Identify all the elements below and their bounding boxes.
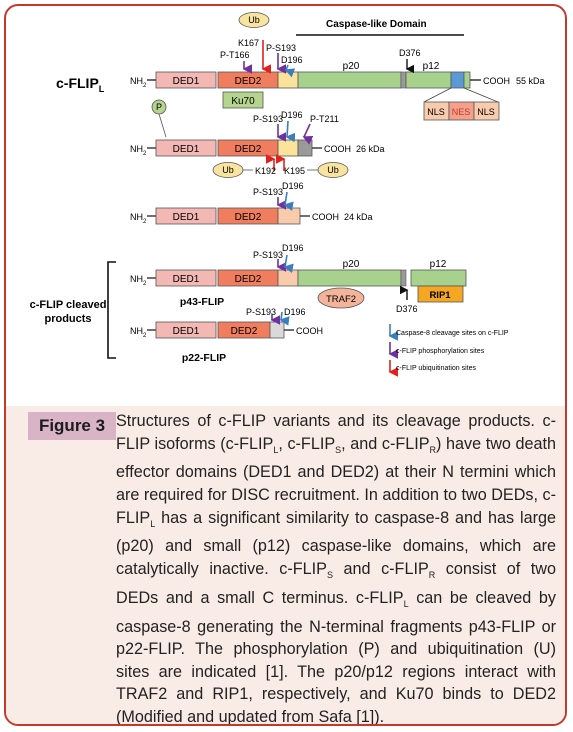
svg-text:P-S193: P-S193 (253, 114, 283, 124)
svg-text:p12: p12 (430, 259, 447, 270)
ded1-domain (155, 269, 217, 287)
ded1-domain (155, 139, 217, 157)
cleaved-label: c-FLIP cleaved (30, 299, 107, 311)
svg-text:p20: p20 (343, 259, 360, 270)
svg-text:P-S193: P-S193 (253, 187, 283, 197)
rip1-binder (417, 285, 464, 303)
ubiquitin-badge (238, 12, 270, 28)
flip-long-name: c-FLIPL (56, 75, 105, 94)
svg-text:c-FLIP phosphorylation sites: c-FLIP phosphorylation sites (396, 348, 485, 355)
svg-text:NH2: NH2 (130, 144, 147, 157)
svg-text:P-T166: P-T166 (220, 50, 250, 60)
svg-text:DED1: DED1 (173, 212, 200, 223)
svg-text:NH2: NH2 (130, 212, 147, 225)
flip-short-size: 26 kDa (356, 144, 385, 154)
svg-text:COOH: COOH (296, 326, 323, 336)
svg-text:DED2: DED2 (235, 76, 262, 87)
ded1-domain (155, 321, 217, 339)
svg-text:D376: D376 (396, 304, 418, 314)
svg-text:TRAF2: TRAF2 (326, 294, 356, 305)
svg-text:D196: D196 (284, 307, 306, 317)
svg-text:Ub: Ub (222, 165, 234, 175)
legend: Caspase-8 cleavage sites on c-FLIP c-FLI… (388, 324, 509, 377)
svg-text:Ub: Ub (248, 15, 260, 25)
svg-text:NES: NES (452, 107, 471, 117)
cleavage-arrow (284, 64, 296, 78)
flip-long-size: 55 kDa (516, 76, 545, 86)
traf2-binder (317, 287, 365, 309)
flip-short-row: P NH2 DED1 DED2 COOH 26 kDa P-S193 D196 … (130, 99, 385, 178)
flip-raji-row: NH2 DED1 DED2 COOH 24 kDa P-S193 D196 (130, 181, 373, 225)
cooh-label: COOH (483, 76, 510, 86)
svg-text:DED2: DED2 (235, 274, 262, 285)
linker-domain (277, 71, 299, 89)
ubiquitin-badge-2 (317, 162, 349, 178)
svg-text:D376: D376 (399, 48, 421, 58)
svg-text:Caspase-8 cleavage sites on c-: Caspase-8 cleavage sites on c-FLIP (396, 330, 509, 337)
svg-text:products: products (44, 313, 91, 325)
svg-text:c-FLIP ubiquitination sites: c-FLIP ubiquitination sites (396, 365, 477, 372)
svg-text:K192: K192 (255, 166, 276, 176)
flip-structure-diagram: c-FLIPL NH2 Caspase-like Domain DED1 DED… (30, 12, 545, 377)
svg-text:D196: D196 (282, 181, 304, 191)
svg-text:P-S193: P-S193 (253, 250, 283, 260)
svg-text:p20: p20 (343, 61, 360, 72)
p43-name: p43-FLIP (180, 296, 224, 308)
p12-domain (405, 71, 452, 89)
svg-text:K195: K195 (284, 166, 305, 176)
svg-text:NH2: NH2 (130, 274, 147, 287)
ku70-binder (222, 91, 264, 109)
p22-name: p22-FLIP (182, 352, 226, 364)
svg-text:P-S193: P-S193 (246, 307, 276, 317)
caption-panel (6, 406, 565, 724)
flip-raji-size: 24 kDa (344, 212, 373, 222)
svg-text:P: P (156, 102, 162, 112)
svg-text:DED1: DED1 (173, 326, 200, 337)
svg-text:P-T211: P-T211 (310, 114, 339, 124)
nls-box-2 (473, 101, 500, 121)
ded1-domain (155, 207, 217, 225)
nh2-label: NH2 (130, 76, 147, 89)
svg-text:D196: D196 (282, 243, 304, 253)
svg-text:DED2: DED2 (235, 144, 262, 155)
svg-text:D196: D196 (281, 110, 303, 120)
svg-text:Ub: Ub (327, 165, 339, 175)
p12-domain (410, 269, 467, 287)
svg-text:p12: p12 (423, 61, 440, 72)
svg-text:COOH: COOH (312, 212, 339, 222)
figure-frame: c-FLIPL NH2 Caspase-like Domain DED1 DED… (4, 4, 567, 726)
p20-domain (297, 71, 402, 89)
svg-text:DED2: DED2 (231, 326, 258, 337)
svg-text:DED1: DED1 (173, 144, 200, 155)
figure-label: Figure 3 (28, 412, 116, 440)
svg-text:DED1: DED1 (173, 274, 200, 285)
figure-caption: Structures of c-FLIP variants and its cl… (116, 412, 557, 726)
svg-text:RIP1: RIP1 (429, 290, 451, 301)
svg-text:DED2: DED2 (235, 212, 262, 223)
svg-text:COOH: COOH (324, 144, 351, 154)
grey-linker (400, 71, 407, 89)
caspase-domain-label: Caspase-like Domain (326, 19, 427, 30)
svg-text:Ku70: Ku70 (231, 96, 255, 107)
svg-text:P-S193: P-S193 (266, 43, 296, 53)
ded1-domain (155, 71, 217, 89)
svg-text:K167: K167 (238, 38, 259, 48)
svg-text:DED1: DED1 (173, 76, 200, 87)
svg-text:NH2: NH2 (130, 326, 147, 339)
p20-domain (297, 269, 402, 287)
nls-nes-segment (450, 71, 465, 89)
svg-text:D196: D196 (281, 55, 303, 65)
cleaved-products: c-FLIP cleaved products NH2 DED1 DED2 p2… (30, 243, 467, 364)
svg-text:NLS: NLS (477, 107, 495, 117)
svg-text:NLS: NLS (427, 107, 445, 117)
flip-long-row: c-FLIPL NH2 Caspase-like Domain DED1 DED… (56, 12, 545, 121)
